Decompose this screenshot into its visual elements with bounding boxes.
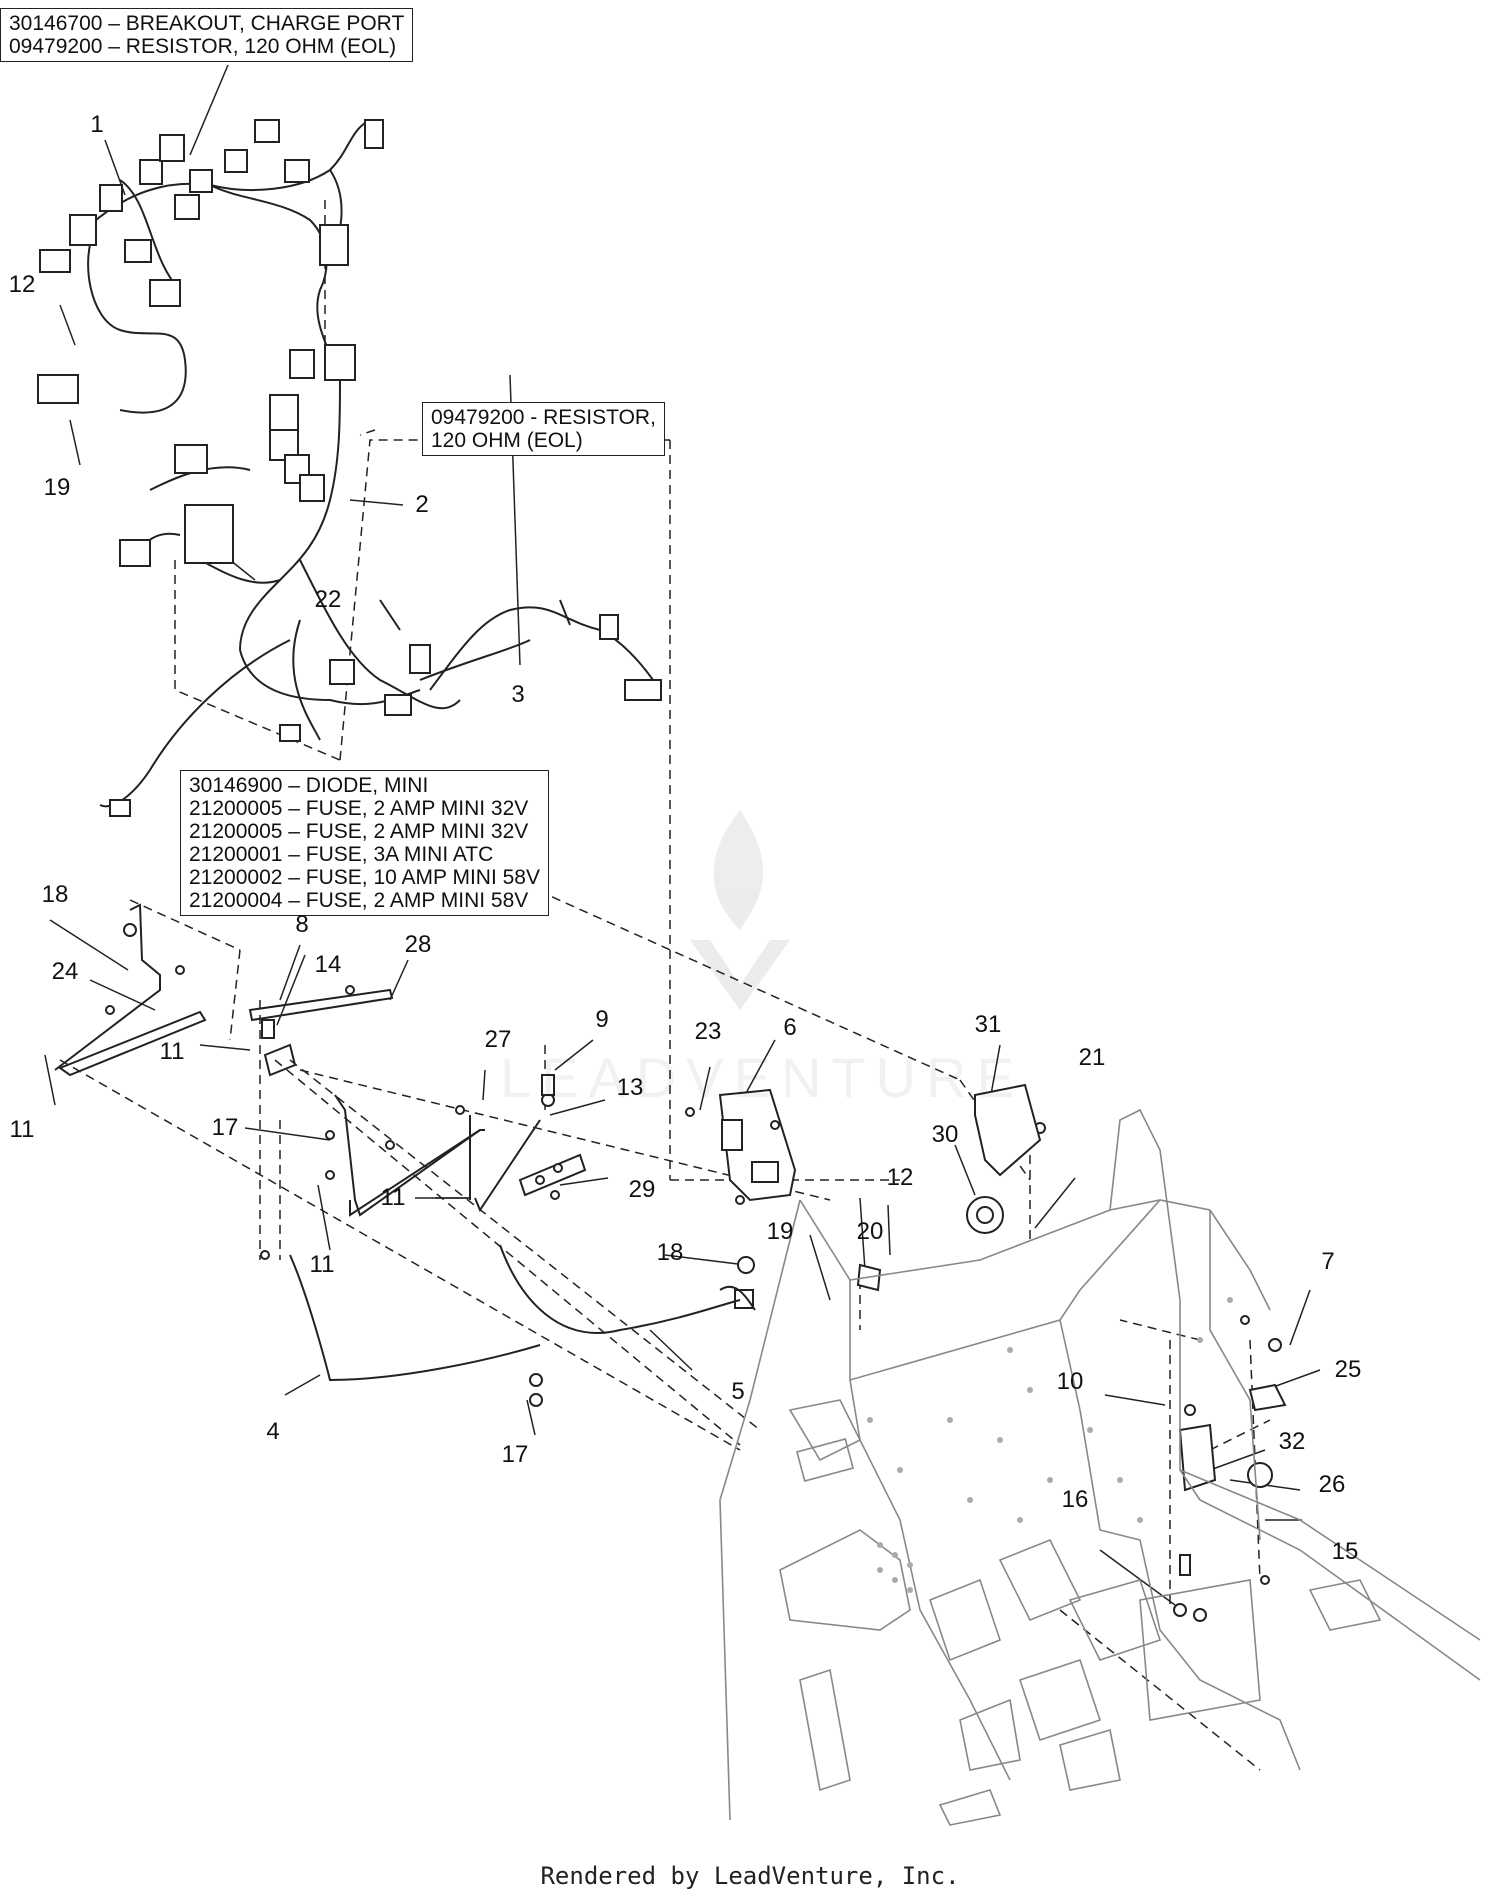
callout-14: 14 [314,951,342,978]
callout-9: 9 [595,1006,609,1033]
callout-22: 22 [314,586,342,613]
fuses-parts-box: 30146900 – DIODE, MINI 21200005 – FUSE, … [180,770,549,916]
callout-11-c: 11 [380,1184,406,1211]
cables-and-brackets [54,903,756,1382]
callout-31: 31 [974,1011,1002,1038]
callout-18-a: 18 [41,881,69,908]
callout-5: 5 [731,1378,745,1405]
callout-4: 4 [266,1418,280,1445]
callout-27: 27 [484,1026,512,1053]
callout-8: 8 [295,911,309,938]
callout-16: 16 [1061,1486,1089,1513]
callout-11-a: 11 [159,1038,185,1065]
callout-29: 29 [628,1176,656,1203]
hardware [105,923,1282,1622]
callout-23: 23 [694,1018,722,1045]
breakout-parts-box: 30146700 – BREAKOUT, CHARGE PORT 0947920… [0,8,414,62]
callout-19-a: 19 [43,474,71,501]
callout-12-a: 12 [8,271,36,298]
parts-line: 21200005 – FUSE, 2 AMP MINI 32V [189,797,529,820]
callout-24: 24 [51,958,79,985]
callout-21: 21 [1078,1044,1106,1071]
callout-17-a: 17 [211,1114,239,1141]
callout-32: 32 [1278,1428,1306,1455]
parts-line: 09479200 – RESISTOR, 120 OHM (EOL) [9,35,397,58]
parts-line: 30146900 – DIODE, MINI [189,774,429,797]
footer-credit: Rendered by LeadVenture, Inc. [540,1862,960,1890]
callout-26: 26 [1318,1471,1346,1498]
callout-17-b: 17 [501,1441,529,1468]
callout-2: 2 [415,491,429,518]
callout-28: 28 [404,931,432,958]
resistor-parts-box: 09479200 - RESISTOR, 120 OHM (EOL) [422,402,665,456]
electronic-modules [718,1083,1287,1576]
parts-line: 21200005 – FUSE, 2 AMP MINI 32V [189,820,529,843]
callout-7: 7 [1321,1248,1335,1275]
callout-6: 6 [783,1014,797,1041]
callout-19-b: 19 [766,1218,794,1245]
parts-line: 09479200 - RESISTOR, [431,406,656,429]
connectors [37,119,662,817]
watermark-logo [690,810,790,1010]
dashed-assembly-lines [59,200,1271,1771]
parts-line: 21200002 – FUSE, 10 AMP MINI 58V [189,866,540,889]
callout-12-b: 12 [886,1164,914,1191]
callout-3: 3 [511,681,525,708]
callout-30: 30 [931,1121,959,1148]
callout-11-b: 11 [9,1116,35,1143]
callout-18-b: 18 [656,1239,684,1266]
parts-line: 30146700 – BREAKOUT, CHARGE PORT [9,12,405,35]
callout-20: 20 [856,1218,884,1245]
chassis-holes [867,1297,1233,1593]
callout-25: 25 [1334,1356,1362,1383]
wire-harness [87,119,661,808]
callout-11-d: 11 [309,1251,335,1278]
callout-13: 13 [616,1074,644,1101]
parts-line: 21200004 – FUSE, 2 AMP MINI 58V [189,889,529,912]
parts-line: 21200001 – FUSE, 3A MINI ATC [189,843,494,866]
callout-10: 10 [1056,1368,1084,1395]
chassis-frame [719,1108,1481,1826]
callout-15: 15 [1331,1538,1359,1565]
watermark-text: LEADVENTURE [500,1046,1024,1109]
callout-1: 1 [90,111,104,138]
parts-line: 120 OHM (EOL) [431,429,583,452]
